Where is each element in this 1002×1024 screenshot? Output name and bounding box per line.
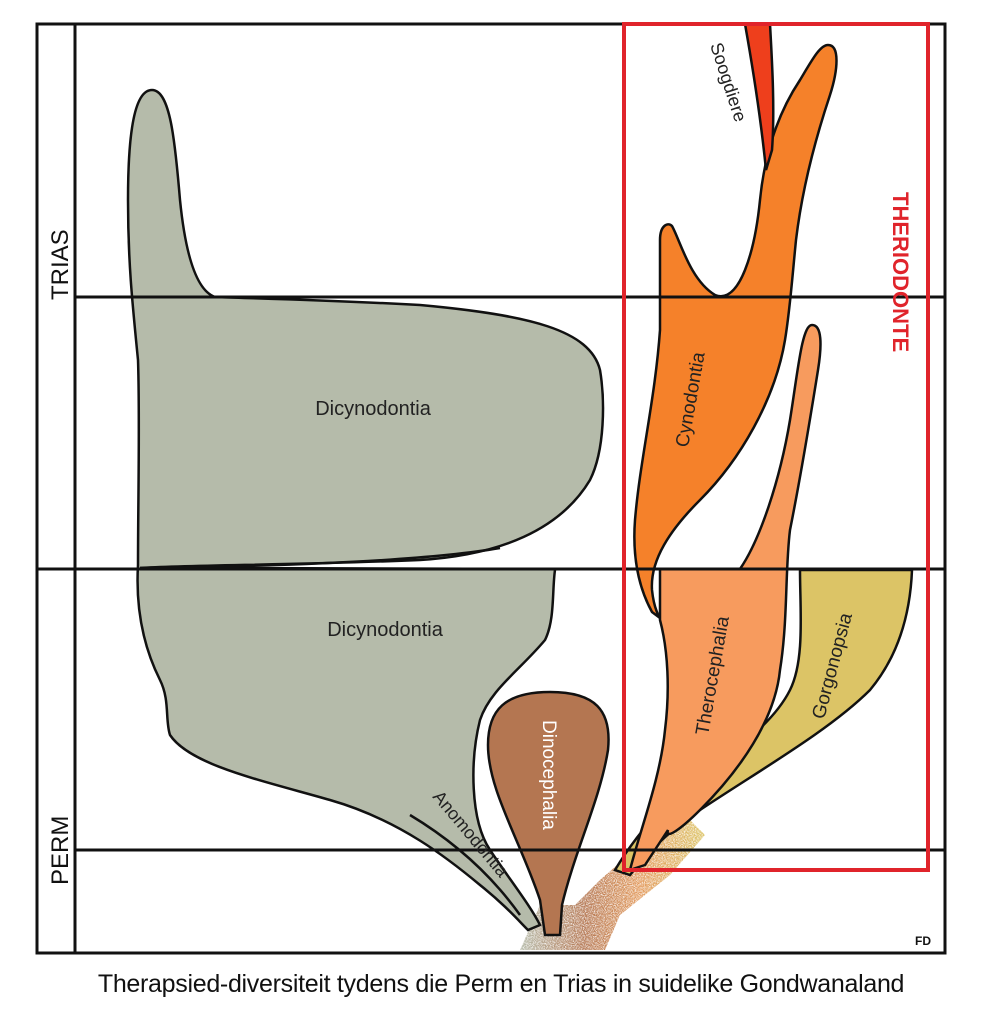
clade-label-dicynodontia-trias: Dicynodontia: [315, 398, 432, 420]
clade-cynodontia-shape: [633, 43, 838, 619]
group-label-theriodonte: THERIODONTE: [888, 192, 913, 352]
anomodontia-boundary: [409, 813, 522, 916]
clade-label-dinocephalia: Dinocephalia: [538, 720, 559, 830]
origin-speckle: [520, 820, 705, 950]
period-label-trias: TRIAS: [47, 229, 74, 300]
clade-label-dicynodontia-perm: Dicynodontia: [327, 619, 444, 641]
dicynodontia-divider: [139, 546, 501, 570]
figure-caption: Therapsied-diversiteit tydens die Perm e…: [97, 970, 905, 998]
chart-frame: [35, 22, 947, 955]
clade-soogdiere-shape: [743, 22, 775, 171]
clade-dinocephalia-shape: [486, 690, 610, 937]
theriodonte-group-box: [622, 22, 930, 872]
clade-label-soogdiere: Soogdiere: [706, 40, 750, 124]
period-label-perm: PERM: [47, 816, 74, 885]
author-signature: FD: [915, 934, 931, 948]
clade-dicynodontia-shape: [126, 88, 605, 932]
